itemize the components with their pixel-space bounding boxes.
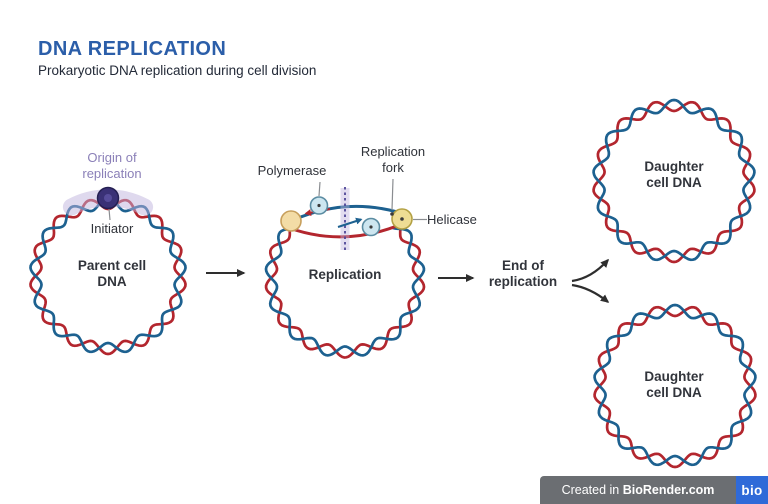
rightward-synthesis-arrow xyxy=(337,217,363,228)
division-band xyxy=(340,188,350,250)
replication-label: Replication xyxy=(308,267,382,282)
helicase-dot xyxy=(400,217,404,221)
biorender-logo-text: bio xyxy=(741,482,763,498)
biorender-credit-bar: Created in BioRender.com xyxy=(540,476,736,504)
polymerase-pointer-line xyxy=(318,181,321,197)
biorender-logo-icon[interactable]: bio xyxy=(736,476,768,504)
end-of-replication-label: End of replication xyxy=(488,258,558,290)
replication-fork-label: Replication fork xyxy=(360,144,426,175)
initiator-label: Initiator xyxy=(90,221,134,236)
initiator-pointer-line xyxy=(108,208,111,221)
credit-brand: BioRender.com xyxy=(622,483,715,497)
page-title: DNA REPLICATION xyxy=(38,38,227,60)
arrow-split-up xyxy=(571,258,610,283)
origin-of-replication-label: Origin of replication xyxy=(82,150,142,181)
polymerase-bottom-dot xyxy=(369,225,373,229)
daughter-cell-dna-bottom-label: Daughter cell DNA xyxy=(644,369,704,401)
daughter-cell-dna-top-label: Daughter cell DNA xyxy=(644,159,704,191)
parent-cell-dna-label: Parent cell DNA xyxy=(77,258,147,290)
polymerase-label: Polymerase xyxy=(257,163,327,178)
credit-prefix: Created in xyxy=(561,483,623,497)
dna-helix-rings xyxy=(29,98,757,469)
initiator-protein-core xyxy=(104,194,112,202)
helicase-left-icon xyxy=(280,210,302,232)
replication-fork-dot xyxy=(390,212,394,216)
fork-pointer-line xyxy=(391,178,394,211)
polymerase-top-dot xyxy=(317,203,321,208)
page-subtitle: Prokaryotic DNA replication during cell … xyxy=(38,63,317,78)
helicase-label: Helicase xyxy=(427,212,477,227)
arrow-split-down xyxy=(571,283,610,303)
